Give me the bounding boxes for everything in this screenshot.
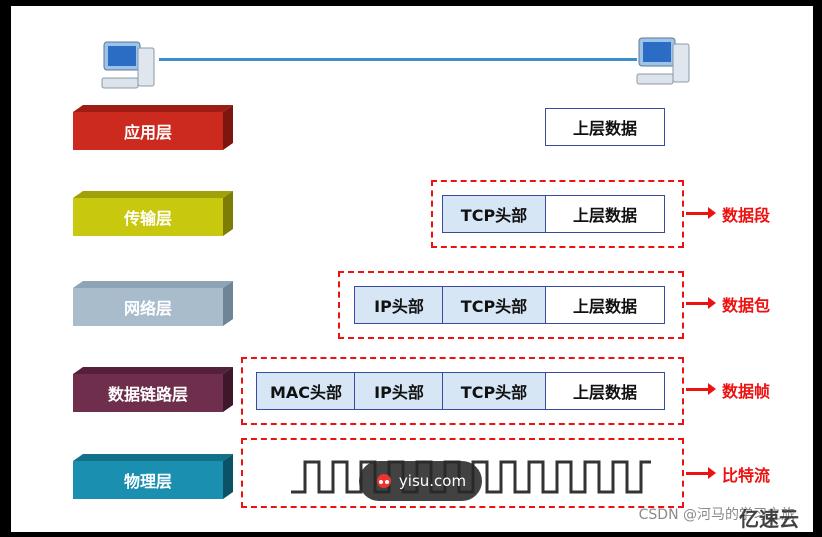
arrow-right-icon xyxy=(686,297,716,309)
yisu-badge: yisu.com xyxy=(359,461,482,501)
pdu-frame-label: 数据帧 xyxy=(722,382,771,401)
pdu-segment-label: 数据段 xyxy=(722,206,771,225)
upper-data-cell: 上层数据 xyxy=(545,372,665,410)
upper-data-cell: 上层数据 xyxy=(545,108,665,146)
frame-dashed-box xyxy=(241,357,684,425)
ip-header-cell: IP头部 xyxy=(354,372,444,410)
layer-label: 应用层 xyxy=(123,123,172,142)
layer-physical: 物理层 xyxy=(73,461,223,499)
computer-right-icon xyxy=(636,37,690,85)
layer-label: 网络层 xyxy=(123,299,172,318)
brand-logo: 亿速云 xyxy=(739,507,799,531)
segment-dashed-box xyxy=(431,180,684,248)
layer-label: 数据链路层 xyxy=(107,385,188,404)
arrow-right-icon xyxy=(686,207,716,219)
layer-label: 传输层 xyxy=(123,209,172,228)
watermark-text: CSDN @河马的学习之旅 xyxy=(638,507,795,523)
pdu-packet-label: 数据包 xyxy=(722,296,771,315)
layer-transport: 传输层 xyxy=(73,198,223,236)
ip-header-cell: IP头部 xyxy=(354,286,444,324)
layer-data-link: 数据链路层 xyxy=(73,374,223,412)
layer-label: 物理层 xyxy=(123,472,172,491)
upper-data-cell: 上层数据 xyxy=(545,195,665,233)
diagram-canvas: 应用层 传输层 网络层 数据链路层 物理层 上层数据 TCP头部 上层数据 数据… xyxy=(11,6,813,532)
tcp-header-cell: TCP头部 xyxy=(442,372,546,410)
arrow-right-icon xyxy=(686,383,716,395)
tcp-header-cell: TCP头部 xyxy=(442,195,546,233)
upper-data-cell: 上层数据 xyxy=(545,286,665,324)
tcp-header-cell: TCP头部 xyxy=(442,286,546,324)
layer-application: 应用层 xyxy=(73,112,223,150)
network-link-line xyxy=(159,58,637,61)
pdu-bits-label: 比特流 xyxy=(722,466,771,485)
bits-dashed-box xyxy=(241,438,684,508)
computer-left-icon xyxy=(101,41,155,89)
layer-network: 网络层 xyxy=(73,288,223,326)
arrow-right-icon xyxy=(686,467,716,479)
cloud-icon xyxy=(376,474,391,488)
packet-dashed-box xyxy=(338,271,684,339)
mac-header-cell: MAC头部 xyxy=(256,372,356,410)
badge-text: yisu.com xyxy=(398,472,467,490)
